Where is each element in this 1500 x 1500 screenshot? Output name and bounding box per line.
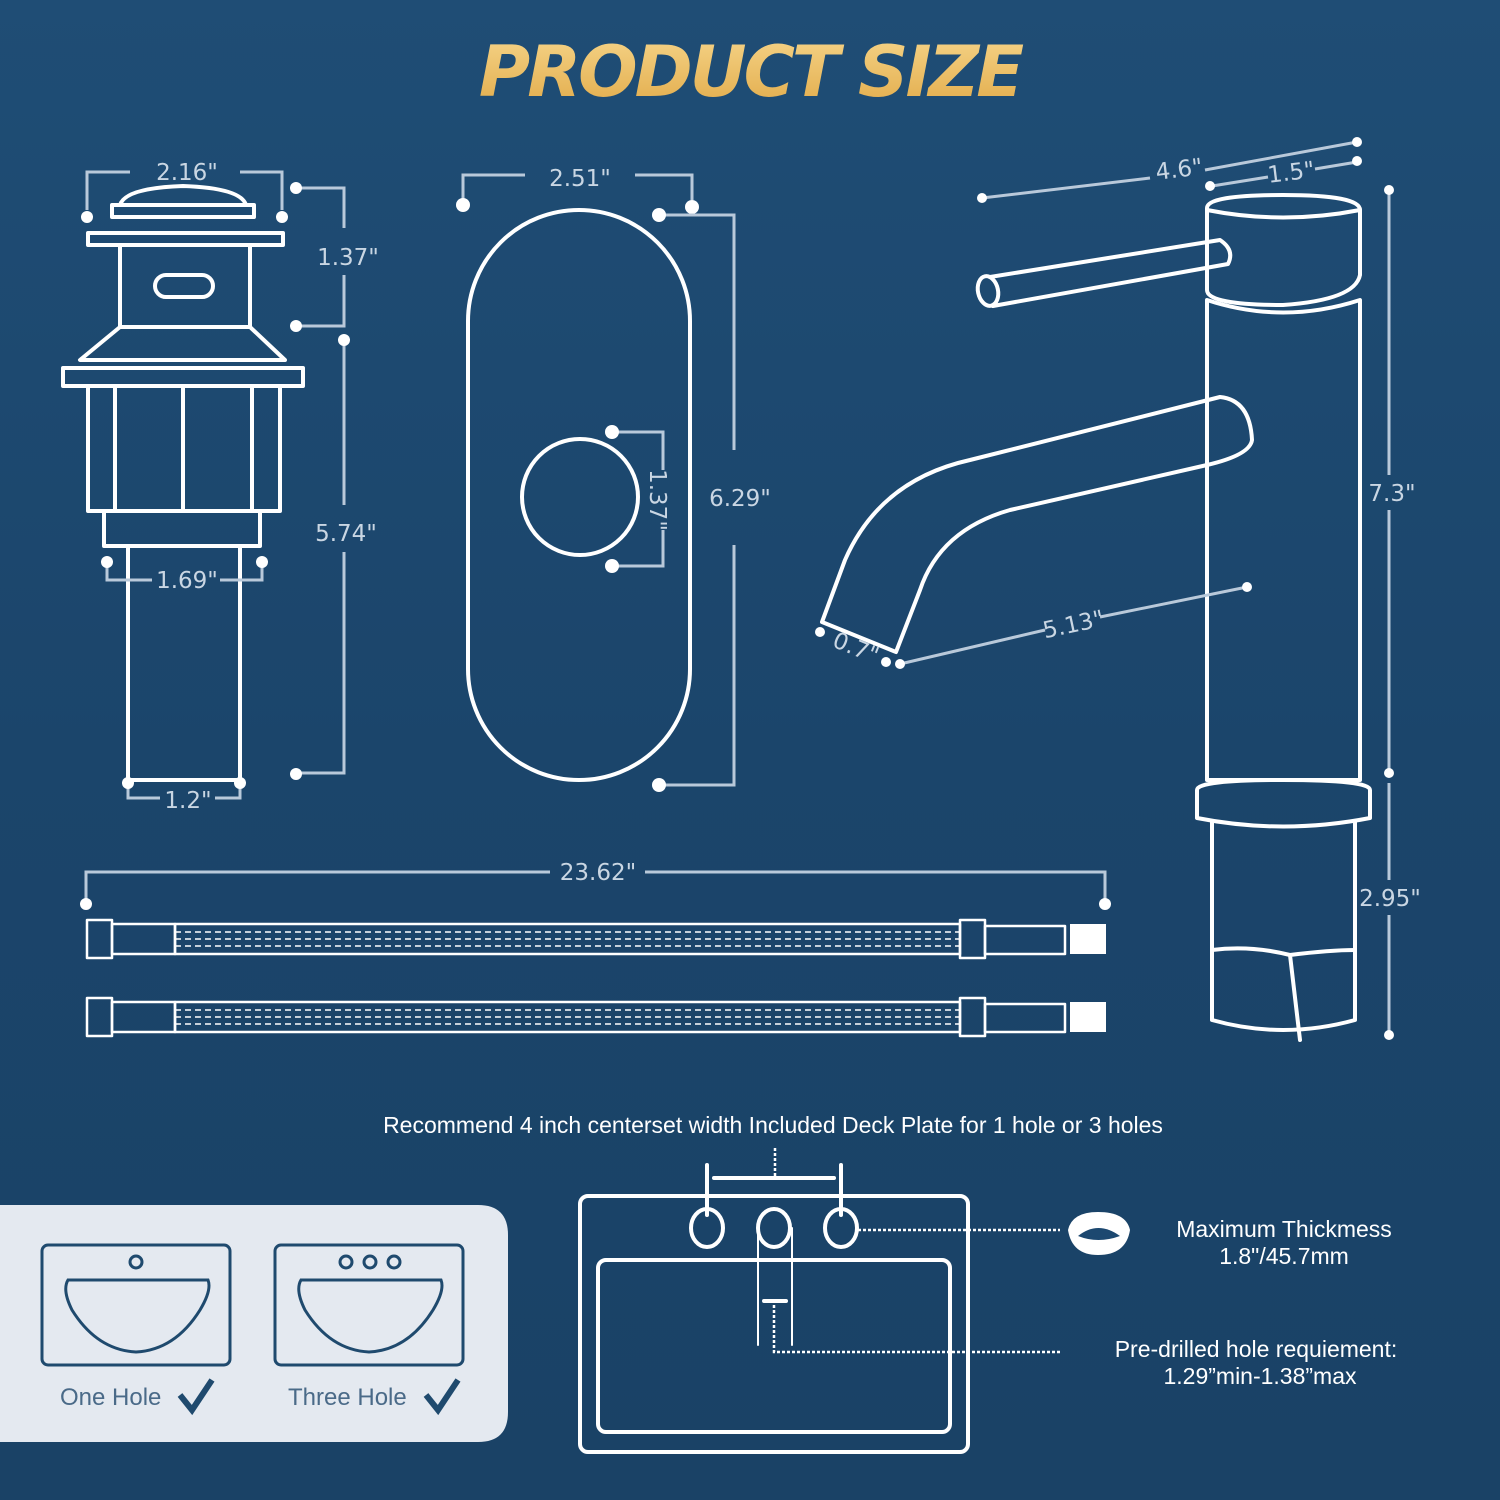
faucet-outlet-label: 0.7" [829,628,882,670]
sink-install-diagram: Maximum Thickmess 1.8"/45.7mm Pre-drille… [578,1148,1398,1454]
option-label: Three Hole [288,1384,407,1411]
option-label: One Hole [60,1384,161,1411]
drain-top-width-label: 2.16" [156,160,218,186]
faucet-top-diameter-label: 1.5" [1266,157,1316,189]
hole-requirement-label: Pre-drilled hole requiement: [1115,1336,1398,1362]
supply-hoses-drawing: 23.62" [80,860,1111,1038]
drain-total-height-label: 5.74" [315,521,377,547]
hose-length-label: 23.62" [560,860,636,886]
one-hole-option: One Hole [40,1243,232,1416]
drain-cap-height-label: 1.37" [317,245,379,271]
pop-up-drain-drawing: 2.16" 1.37" 5.74" 1.69" 1.2" [61,160,379,814]
hole-requirement-value: 1.29”min-1.38”max [1163,1363,1357,1389]
faucet-spout-reach-label: 5.13" [1041,606,1107,644]
faucet-height-label: 7.3" [1368,481,1415,507]
check-icon [423,1378,461,1416]
faucet-base-height-label: 2.95" [1359,886,1421,912]
hose-2 [85,996,1108,1038]
thickness-value: 1.8"/45.7mm [1219,1243,1349,1269]
faucet-drawing: 4.6" 1.5" 7.3" 5.13" 0.7" 2.95" [815,137,1421,1042]
deck-plate-drawing: 2.51" 1.37" 6.29" [456,166,771,792]
deck-plate-width-label: 2.51" [549,166,611,192]
three-hole-option: Three Hole [273,1243,465,1416]
drain-tail-width-label: 1.2" [164,788,211,814]
hole-options-panel: One Hole Three Hole [0,1205,508,1442]
faucet-handle-reach-label: 4.6" [1154,154,1204,186]
hose-1 [85,918,1106,960]
check-icon [177,1378,215,1416]
centerset-note: Recommend 4 inch centerset width Include… [383,1112,1163,1138]
page-title: PRODUCT SIZE [479,31,1023,113]
thickness-label: Maximum Thickmess [1176,1216,1392,1242]
deck-plate-height-label: 6.29" [709,486,771,512]
deck-plate-hole-label: 1.37" [644,469,670,531]
drain-body-width-label: 1.69" [156,568,218,594]
